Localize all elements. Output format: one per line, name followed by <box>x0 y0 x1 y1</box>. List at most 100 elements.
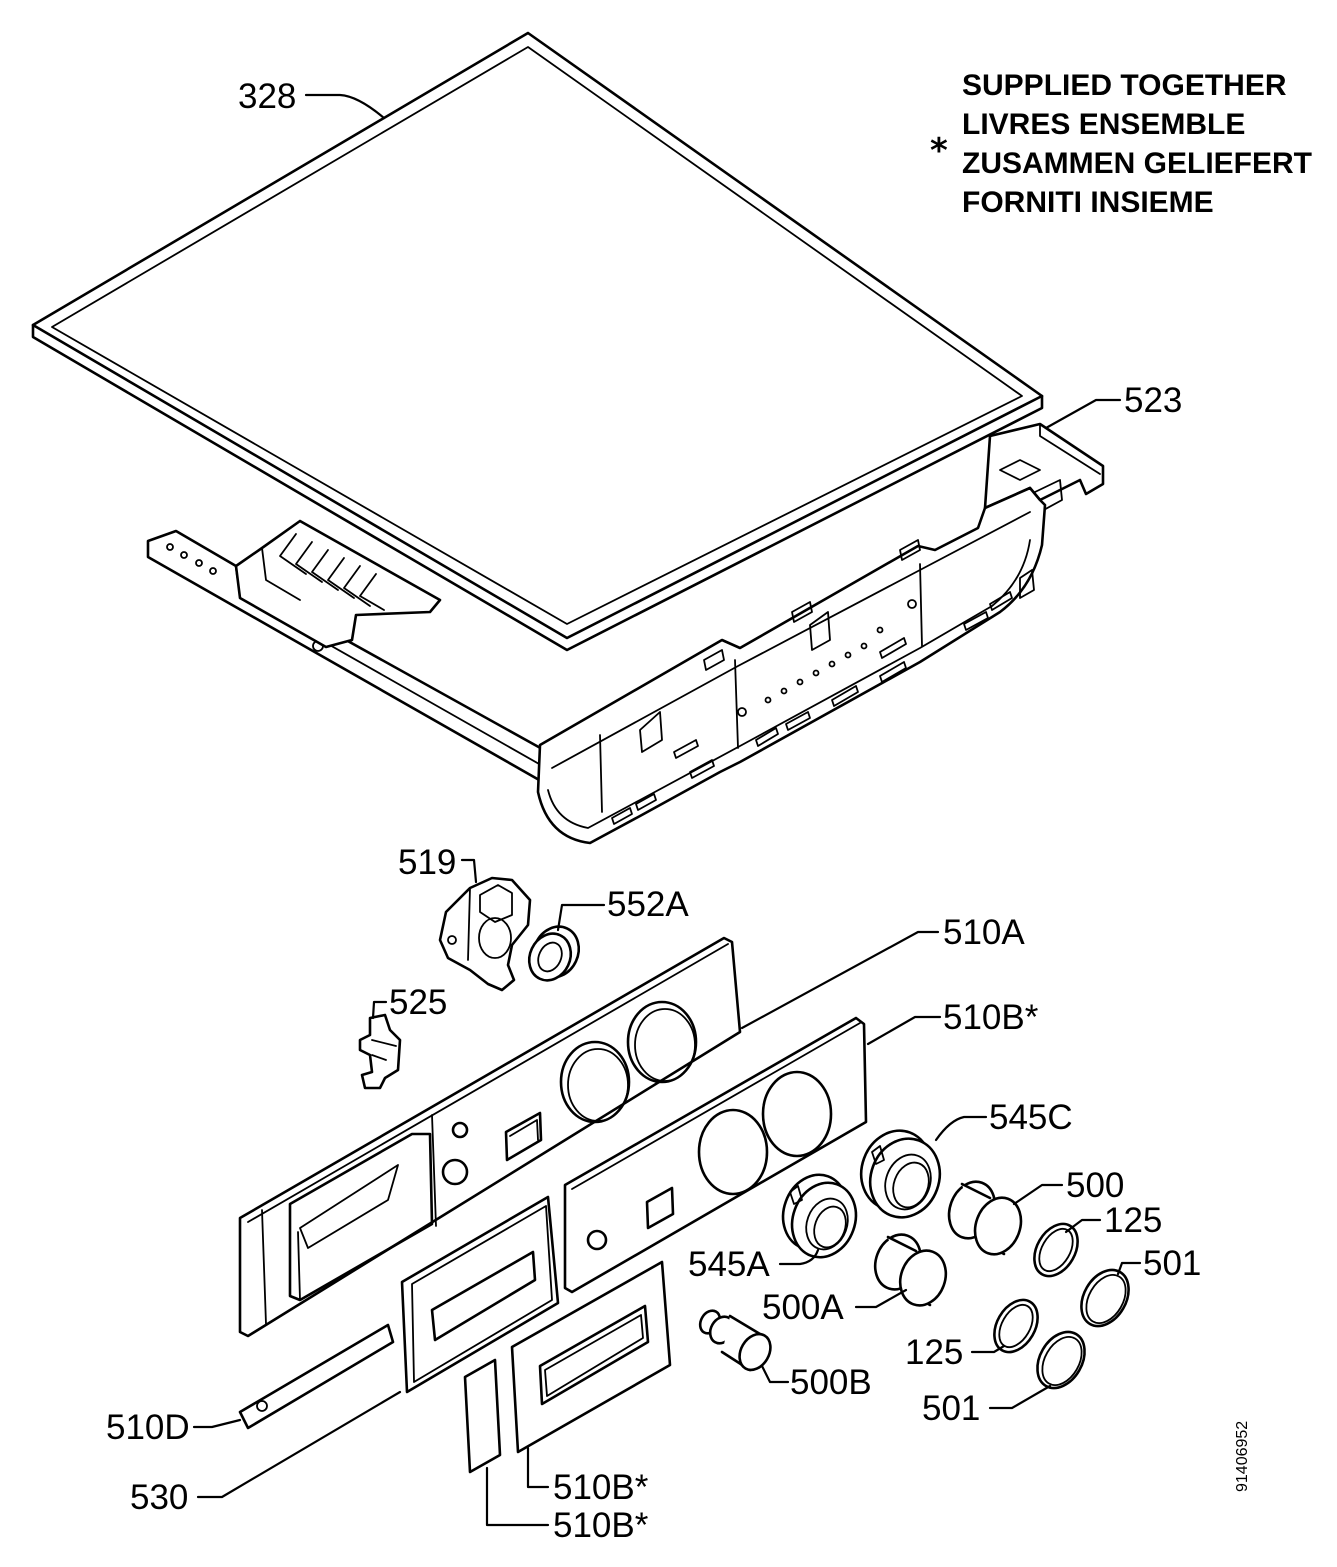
panel-outline <box>238 936 742 1338</box>
frame-channel-lower-edge <box>547 539 1031 829</box>
callout-545c: 545C <box>989 1098 1073 1137</box>
frame-tab <box>809 611 831 651</box>
leader-519 <box>460 858 478 884</box>
strip-hole <box>256 1400 268 1412</box>
button-front <box>738 1332 772 1372</box>
note-line-en: SUPPLIED TOGETHER <box>962 69 1287 102</box>
part-545a-ring <box>781 1173 858 1259</box>
part-500b-button <box>698 1309 772 1372</box>
note-line-de: ZUSAMMEN GELIEFERT <box>962 147 1312 180</box>
bracket-pin <box>447 935 457 945</box>
ring-inner-step <box>892 1161 930 1209</box>
ring-inner <box>537 941 563 973</box>
knob-front <box>898 1249 948 1307</box>
callout-510a: 510A <box>943 913 1025 952</box>
strip-outline <box>238 1323 395 1430</box>
callout-510b-small-strip: 510B* <box>553 1506 649 1545</box>
leader-500a <box>854 1288 908 1309</box>
frame-slot <box>635 793 657 811</box>
frame-hole <box>737 707 747 717</box>
leader-523 <box>1044 398 1122 430</box>
part-552a-ring <box>527 925 581 982</box>
leader-lines <box>192 93 1142 1527</box>
callout-125-upper: 125 <box>1104 1201 1162 1240</box>
ring-inner <box>884 1153 932 1211</box>
leader-125-upper <box>1064 1218 1102 1234</box>
frame-hole <box>828 660 836 668</box>
ring-inner <box>998 1303 1034 1349</box>
leader-530 <box>196 1390 402 1499</box>
frame-end-edge <box>1039 423 1101 475</box>
ring-front <box>527 932 573 982</box>
ring-tab <box>789 1185 803 1205</box>
frame-plate-edge <box>261 547 301 601</box>
part-523-frame <box>146 422 1105 845</box>
panel-small-hole <box>451 1121 469 1139</box>
frame-arm-hole <box>195 559 203 567</box>
frame-slot <box>673 739 699 759</box>
frame-outline <box>510 1260 672 1454</box>
frame-plate-rib <box>343 565 371 607</box>
frame-tab <box>703 649 725 671</box>
strip-outline <box>463 1358 502 1474</box>
ring-outer <box>993 1298 1039 1354</box>
panel-slot <box>645 1186 675 1230</box>
part-510d-strip <box>238 1323 395 1430</box>
bracket-hole <box>478 917 512 959</box>
frame-plate-rib <box>359 573 385 611</box>
frame-divider <box>734 659 739 749</box>
panel-small-hole <box>441 1158 469 1186</box>
frame-end-tab <box>1034 479 1063 513</box>
frame-slot <box>963 611 989 631</box>
leader-501-lower <box>988 1384 1052 1410</box>
frame-divider <box>599 734 603 813</box>
callout-510d: 510D <box>106 1408 190 1447</box>
part-500a-knob <box>873 1233 948 1307</box>
part-510b-panel <box>563 1016 868 1294</box>
frame-plate-rib <box>327 557 355 599</box>
note-asterisk: * <box>930 131 948 171</box>
part-530-plate <box>400 1195 560 1394</box>
frame-opening <box>538 1304 650 1406</box>
frame-slot <box>611 807 633 825</box>
frame-channel-body <box>536 486 1047 845</box>
panel-slot-rim <box>509 1119 539 1141</box>
frame-arm-hole <box>209 567 217 575</box>
callout-530: 530 <box>130 1478 188 1517</box>
ring-inner <box>1038 1227 1074 1273</box>
bracket-body <box>438 876 532 992</box>
frame-plate-rib <box>295 541 323 583</box>
lens-inner <box>1041 1336 1083 1386</box>
lid-thickness <box>31 323 1044 652</box>
part-328-lid <box>31 31 1044 652</box>
frame-tab <box>639 711 663 753</box>
leader-510d <box>192 1418 242 1429</box>
lens-inner <box>1085 1274 1127 1324</box>
callout-519: 519 <box>398 843 456 882</box>
callout-labels: 328 523 519 552A 510A 525 510B* 545C 500… <box>106 77 1201 1545</box>
part-525-switch <box>358 1013 402 1090</box>
callout-125-lower: 125 <box>905 1333 963 1372</box>
part-545c-ring <box>859 1129 942 1219</box>
callout-510b-panel: 510B* <box>943 998 1039 1037</box>
panel-small-hole <box>586 1229 608 1251</box>
callout-328: 328 <box>238 77 296 116</box>
plate-slot <box>430 1250 537 1342</box>
note-line-it: FORNITI INSIEME <box>962 186 1214 219</box>
part-510a-panel <box>238 936 742 1338</box>
panel-slot <box>504 1111 543 1162</box>
frame-hole <box>860 642 868 650</box>
frame-hole <box>796 678 804 686</box>
ring-tab <box>871 1145 885 1165</box>
frame-arm-hole <box>180 551 188 559</box>
frame-divider <box>919 563 923 647</box>
callout-500a: 500A <box>762 1288 844 1327</box>
frame-hole <box>764 696 772 704</box>
plate-outline <box>400 1195 560 1394</box>
panel-knob-hole <box>626 1000 698 1084</box>
ring-inner-step <box>813 1205 847 1249</box>
leader-545a <box>778 1248 820 1266</box>
leader-552a <box>556 903 606 932</box>
part-510b-frame <box>510 1260 672 1454</box>
leader-510b-small-strip <box>485 1466 550 1527</box>
